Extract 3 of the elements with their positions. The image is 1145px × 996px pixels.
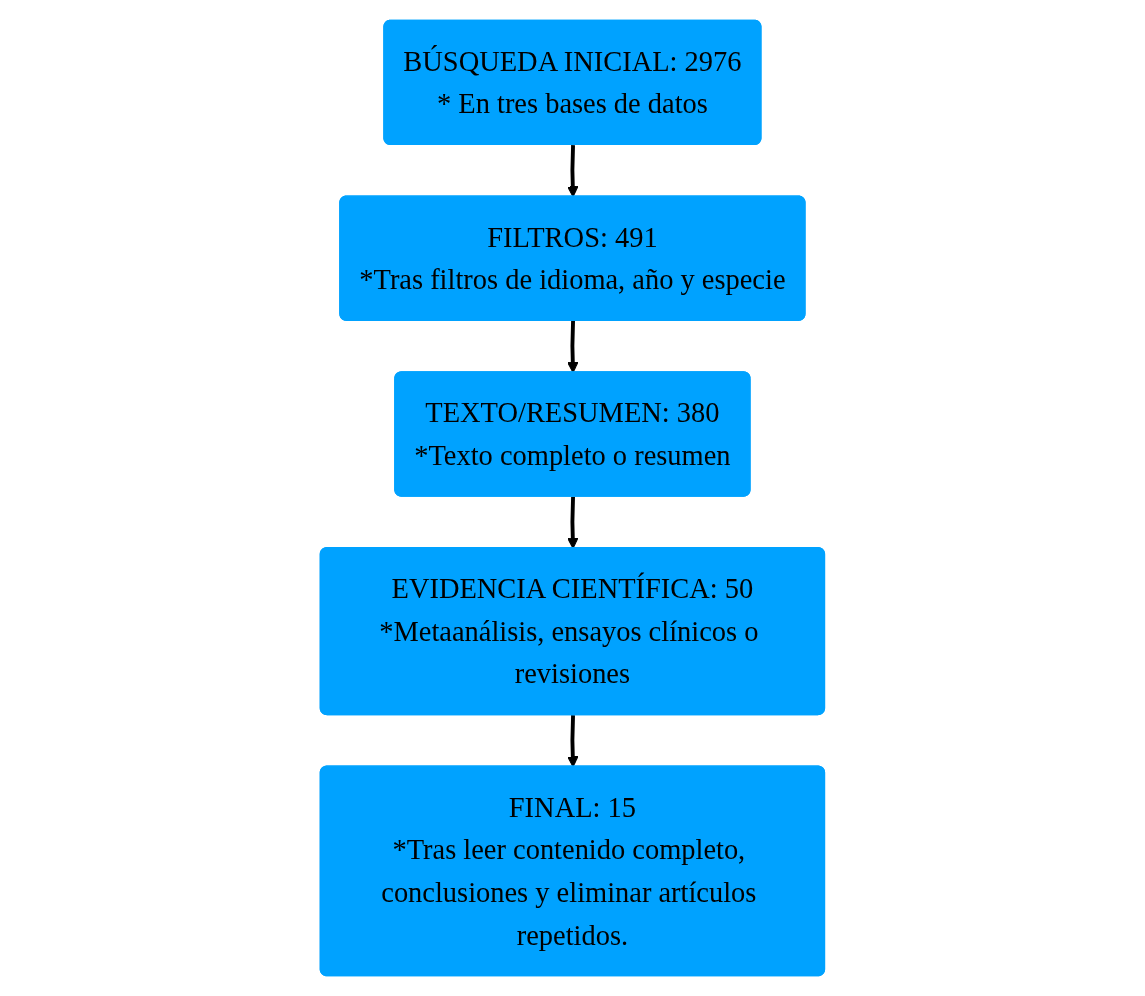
arrow bbox=[567, 496, 579, 549]
arrow bbox=[567, 145, 579, 198]
arrow bbox=[567, 715, 579, 768]
